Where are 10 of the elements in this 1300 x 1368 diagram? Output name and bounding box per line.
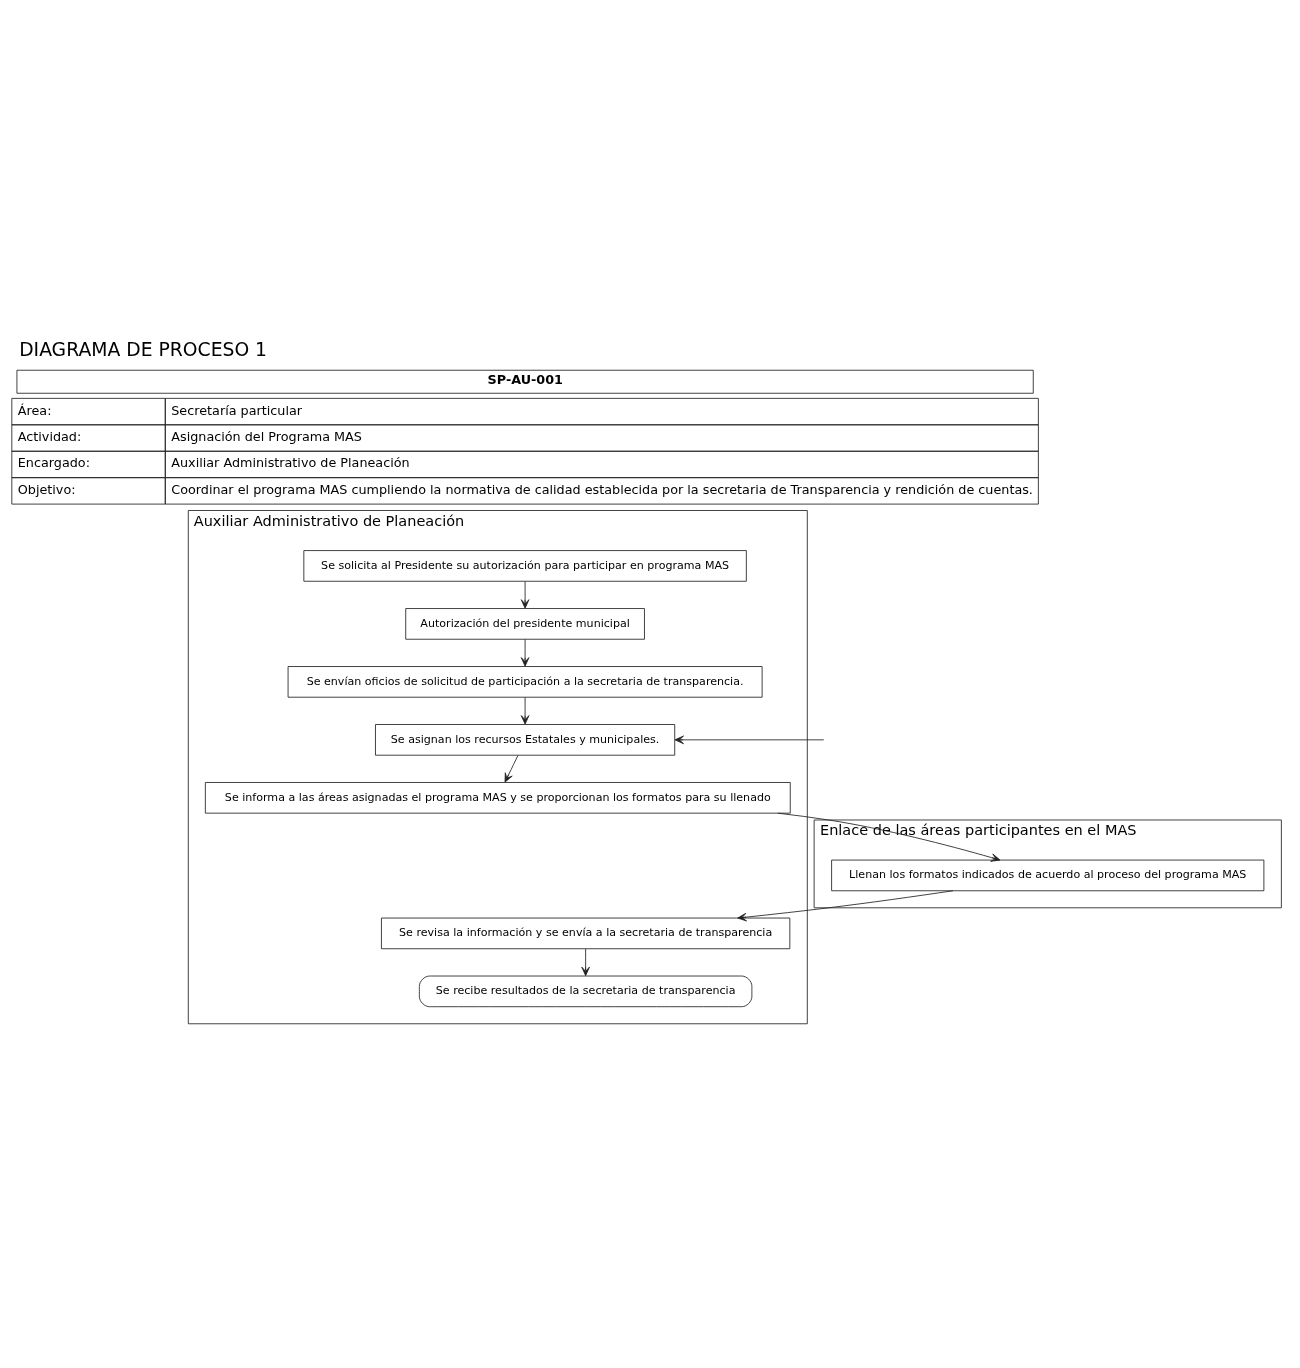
- label: Encargado:: [17, 455, 90, 471]
- label: Auxiliar Administrativo de Planeación: [171, 455, 410, 471]
- label: Secretaría particular: [171, 402, 303, 418]
- label: Objetivo:: [17, 481, 76, 497]
- label: SP-AU-001: [487, 371, 563, 387]
- label: Asignación del Programa MAS: [171, 429, 362, 444]
- label: Coordinar el programa MAS cumpliendo la normativa de calidad establecida por la secretaria de Transparencia y rendición de cuentas.: [171, 481, 1033, 497]
- label: Actividad:: [17, 429, 82, 444]
- diagram-title: DIAGRAMA DE PROCESO 1: [19, 338, 268, 360]
- label: Área:: [17, 402, 52, 418]
